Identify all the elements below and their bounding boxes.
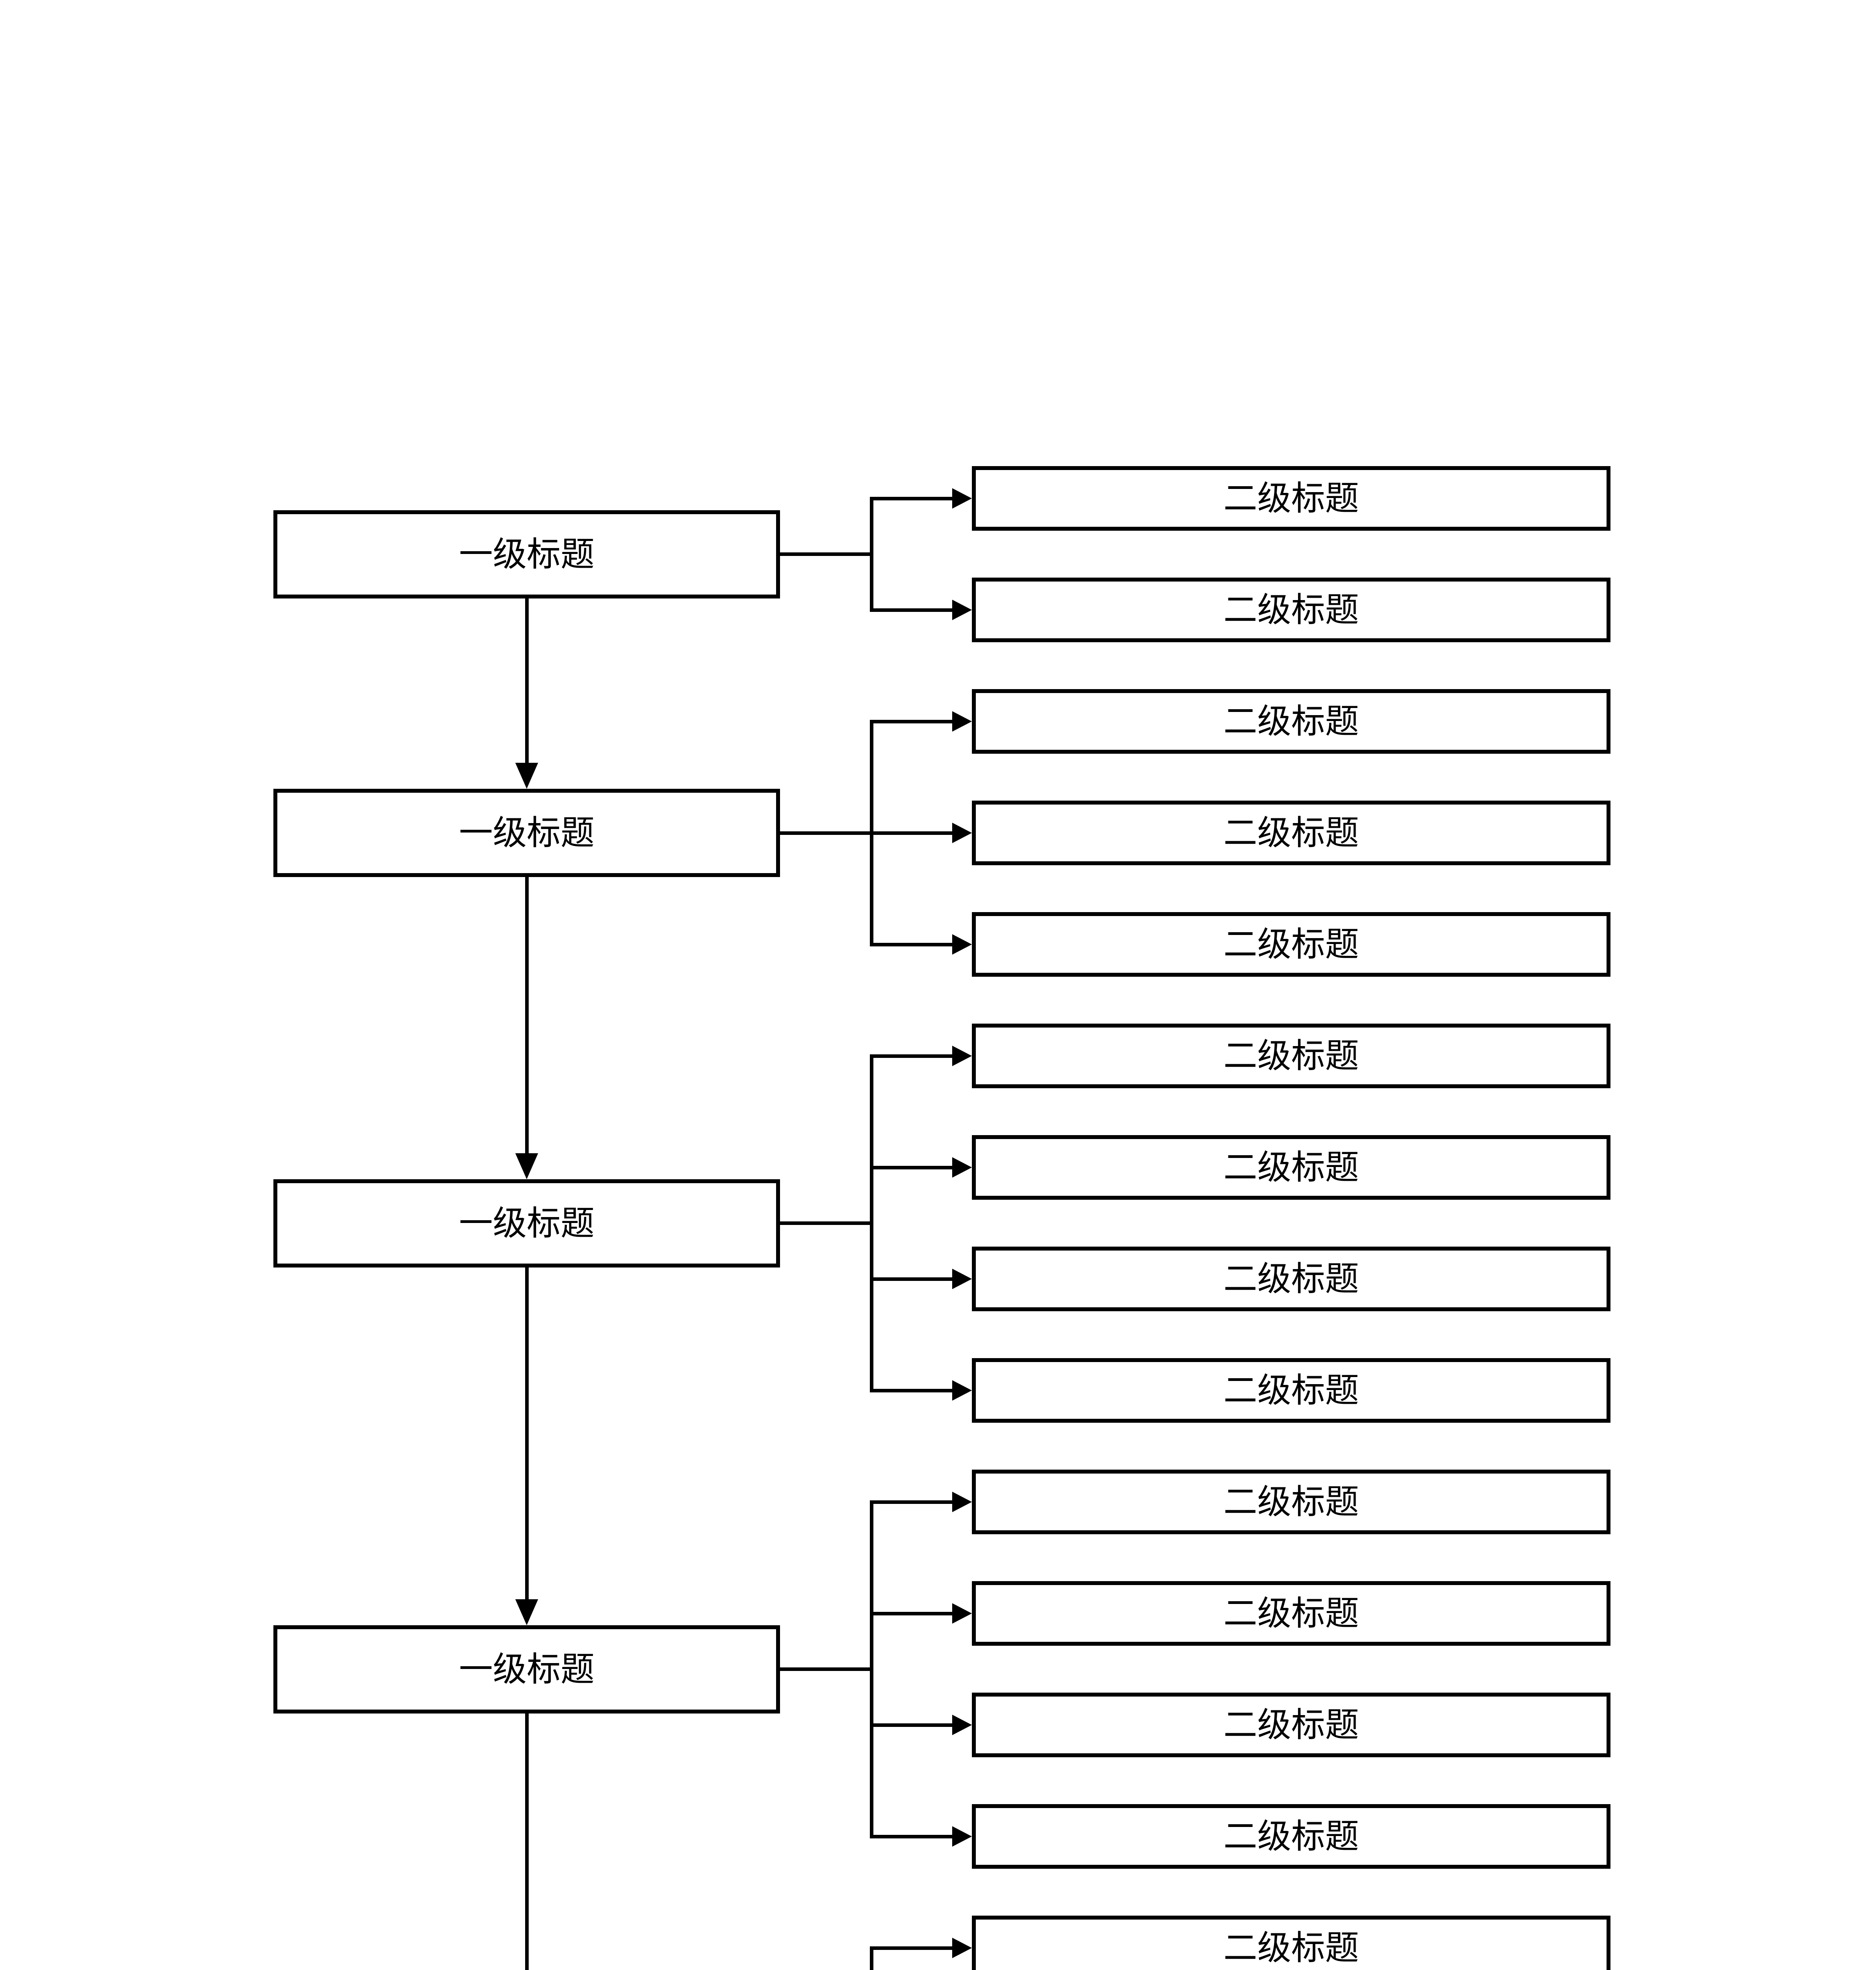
arrow-right-icon [952,1380,972,1401]
connector-parent-line [776,1221,873,1225]
level2-box: 二级标题 [972,801,1610,865]
level1-box: 一级标题 [273,1179,780,1267]
arrow-right-icon [952,1269,972,1289]
level2-box: 二级标题 [972,689,1610,754]
level1-box-label: 一级标题 [459,1203,594,1243]
connector-branch-line [869,1500,953,1504]
level1-box: 一级标题 [273,1625,780,1714]
connector-branch-line [869,1388,953,1392]
arrow-right-icon [952,823,972,843]
level2-box-label: 二级标题 [1223,1817,1359,1856]
level2-box: 二级标题 [972,1693,1610,1757]
connector-trunk [869,1500,873,1838]
level2-box-label: 二级标题 [1223,1371,1359,1410]
arrow-right-icon [952,488,972,509]
connector-chain-line [525,598,529,764]
connector-branch-line [869,1834,953,1838]
level2-box-label: 二级标题 [1223,1482,1359,1522]
level2-box: 二级标题 [972,1135,1610,1200]
level2-box-label: 二级标题 [1223,590,1359,630]
connector-parent-line [776,552,873,556]
level2-box-label: 二级标题 [1223,1259,1359,1299]
arrow-down-icon [515,763,538,789]
arrow-down-icon [515,1153,538,1179]
connector-chain-line [525,1713,529,1970]
level2-box-label: 二级标题 [1223,1594,1359,1633]
level2-box: 二级标题 [972,1470,1610,1534]
arrow-right-icon [952,1938,972,1958]
arrow-right-icon [952,1492,972,1512]
level2-box-label: 二级标题 [1223,813,1359,853]
level1-box-label: 一级标题 [459,534,594,574]
level2-box-label: 二级标题 [1223,925,1359,964]
connector-chain-line [525,877,529,1155]
level2-box-label: 二级标题 [1223,1148,1359,1187]
connector-branch-line [869,1611,953,1615]
level2-box: 二级标题 [972,1581,1610,1646]
connector-trunk [869,1054,873,1392]
connector-branch-line [869,719,953,723]
connector-branch-line [869,1054,953,1058]
arrow-right-icon [952,1157,972,1178]
level2-box: 二级标题 [972,1358,1610,1423]
level2-box: 二级标题 [972,1024,1610,1088]
level2-box: 二级标题 [972,578,1610,642]
level2-box: 二级标题 [972,912,1610,977]
arrow-right-icon [952,1715,972,1735]
level1-box-label: 一级标题 [459,1649,594,1689]
arrow-right-icon [952,934,972,955]
connector-branch-line [869,1277,953,1281]
level2-box: 二级标题 [972,1916,1610,1970]
connector-trunk [869,496,873,612]
connector-branch-line [869,942,953,946]
connector-branch-line [869,1723,953,1727]
arrow-right-icon [952,1046,972,1066]
arrow-right-icon [952,1826,972,1847]
level1-box: 一级标题 [273,789,780,877]
arrow-right-icon [952,600,972,620]
arrow-right-icon [952,1603,972,1624]
connector-branch-line [869,496,953,500]
connector-parent-line [776,831,873,835]
level2-box: 二级标题 [972,1247,1610,1311]
connector-parent-line [776,1667,873,1671]
connector-branch-line [869,1165,953,1169]
connector-trunk [869,1946,873,1970]
level2-box-label: 二级标题 [1223,1705,1359,1745]
level2-box: 二级标题 [972,466,1610,531]
level1-box: 一级标题 [273,510,780,598]
arrow-down-icon [515,1599,538,1625]
connector-branch-line [869,608,953,612]
connector-branch-line [869,1946,953,1950]
connector-branch-line [869,831,953,835]
arrow-right-icon [952,711,972,732]
level2-box-label: 二级标题 [1223,702,1359,741]
level2-box-label: 二级标题 [1223,1928,1359,1968]
level2-box-label: 二级标题 [1223,479,1359,518]
level2-box-label: 二级标题 [1223,1036,1359,1076]
level2-box: 二级标题 [972,1804,1610,1869]
level1-box-label: 一级标题 [459,813,594,853]
connector-chain-line [525,1267,529,1601]
